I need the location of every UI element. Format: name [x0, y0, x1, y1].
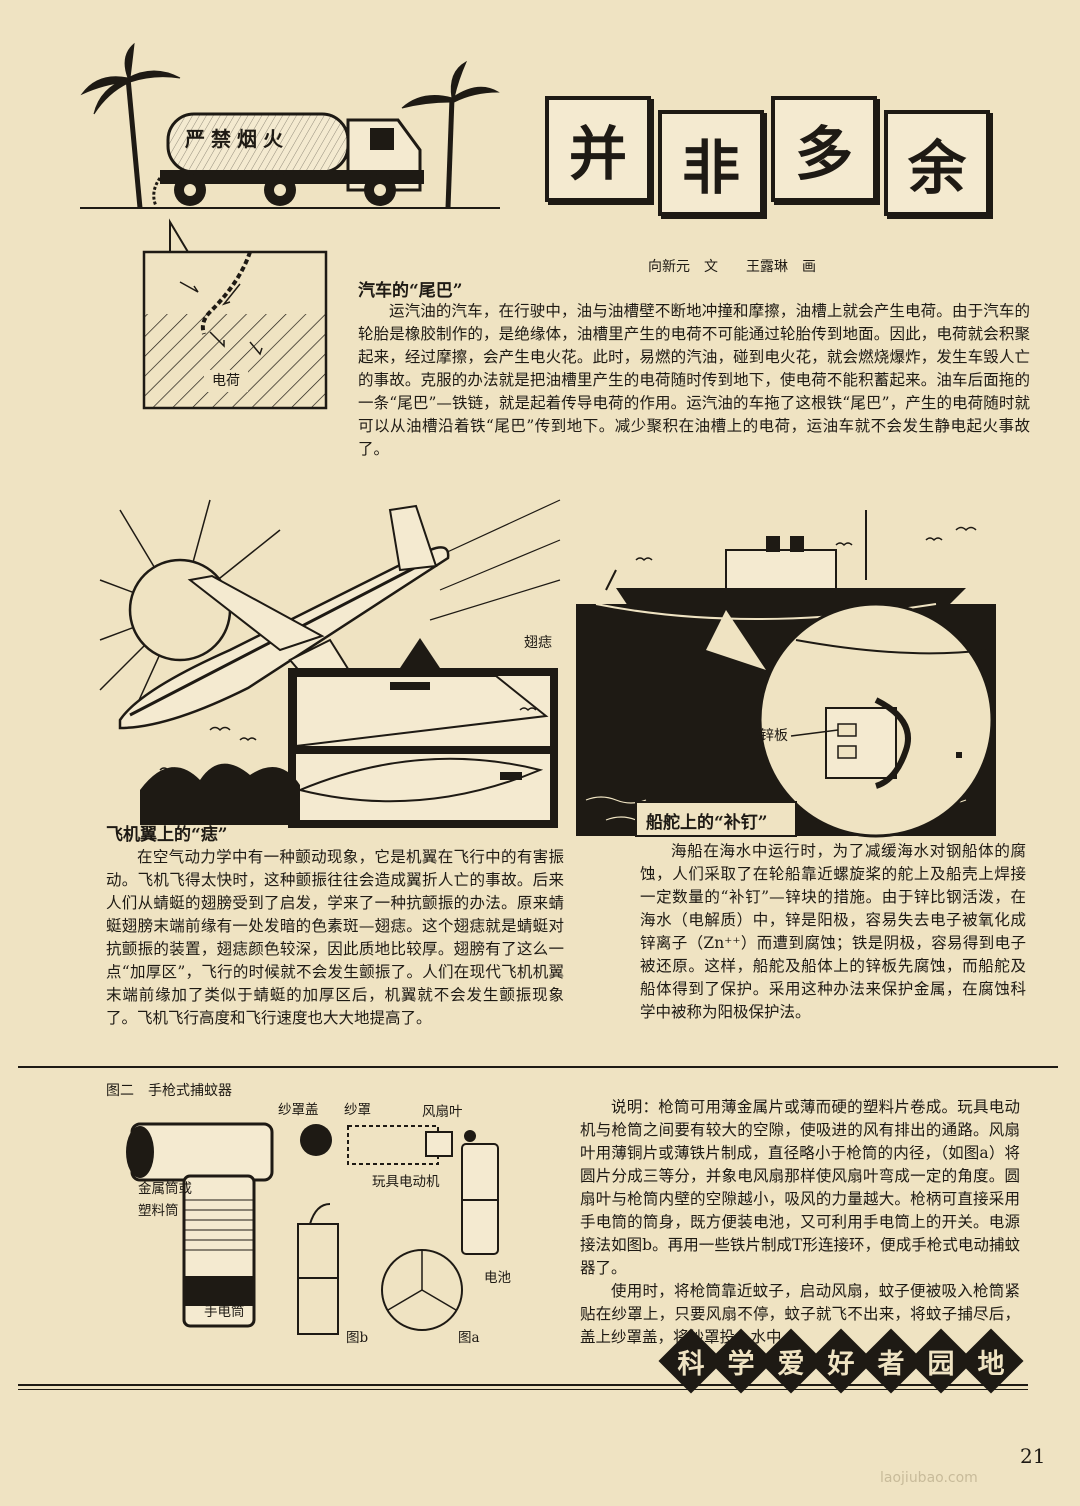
wing-spot-label: 翅痣: [524, 635, 552, 651]
title-char-2: 非: [658, 110, 764, 216]
section-divider: [18, 1066, 1058, 1068]
footer-rule: [18, 1384, 1028, 1386]
label-motor: 玩具电动机: [372, 1174, 440, 1190]
section3-body: 海船在海水中运行时，为了减缓海水对钢船体的腐蚀，人们采取了在轮船靠近螺旋桨的舵上…: [640, 842, 1026, 1021]
tanker-truck-illustration: [80, 42, 500, 209]
label-flashlight: 手电筒: [204, 1304, 245, 1320]
section2-body: 在空气动力学中有一种颤动现象，它是机翼在飞行中的有害振动。飞机飞得太快时，这种颤…: [106, 848, 564, 1027]
label-fig-b: 图b: [346, 1330, 369, 1346]
zinc-plate-label: 锌板: [760, 728, 788, 744]
section4-body-1: 说明：枪筒可用薄金属片或薄而硬的塑料片卷成。玩具电动机与枪筒之间要有较大的空隙，…: [580, 1098, 1020, 1277]
label-fan-blade: 风扇叶: [422, 1104, 463, 1120]
label-fig-a: 图a: [458, 1330, 480, 1346]
charge-label: 电荷: [212, 373, 240, 389]
label-battery: 电池: [484, 1270, 511, 1286]
title-char-1: 并: [545, 96, 651, 202]
figure2-title: 图二 手枪式捕蚊器: [106, 1083, 232, 1099]
charge-diagram: [142, 218, 328, 410]
section3-title: 船舵上的“补钉”: [646, 813, 768, 833]
page-number: 21: [1020, 1444, 1046, 1468]
section2-title: 飞机翼上的“痣”: [106, 825, 228, 845]
footer-rule-2: [18, 1389, 1028, 1390]
section1-body: 运汽油的汽车，在行驶中，油与油槽壁不断地冲撞和摩擦，油槽上就会产生电荷。由于汽车…: [358, 302, 1030, 458]
label-tube: 金属筒或 塑料筒: [138, 1181, 192, 1219]
mosquito-catcher-diagram: [126, 1122, 499, 1335]
label-net-cover: 纱罩盖: [278, 1102, 319, 1118]
label-net: 纱罩: [344, 1102, 371, 1118]
section1-title: 汽车的“尾巴”: [358, 281, 463, 301]
title-char-3: 多: [771, 96, 877, 202]
title-char-4: 余: [884, 110, 990, 216]
airplane-illustration: [99, 499, 561, 828]
truck-sign-text: 严禁烟火: [185, 127, 289, 151]
watermark: laojiubao.com: [880, 1470, 978, 1486]
ship-illustration: [576, 510, 996, 838]
byline: 向新元 文 王露琳 画: [648, 259, 816, 275]
